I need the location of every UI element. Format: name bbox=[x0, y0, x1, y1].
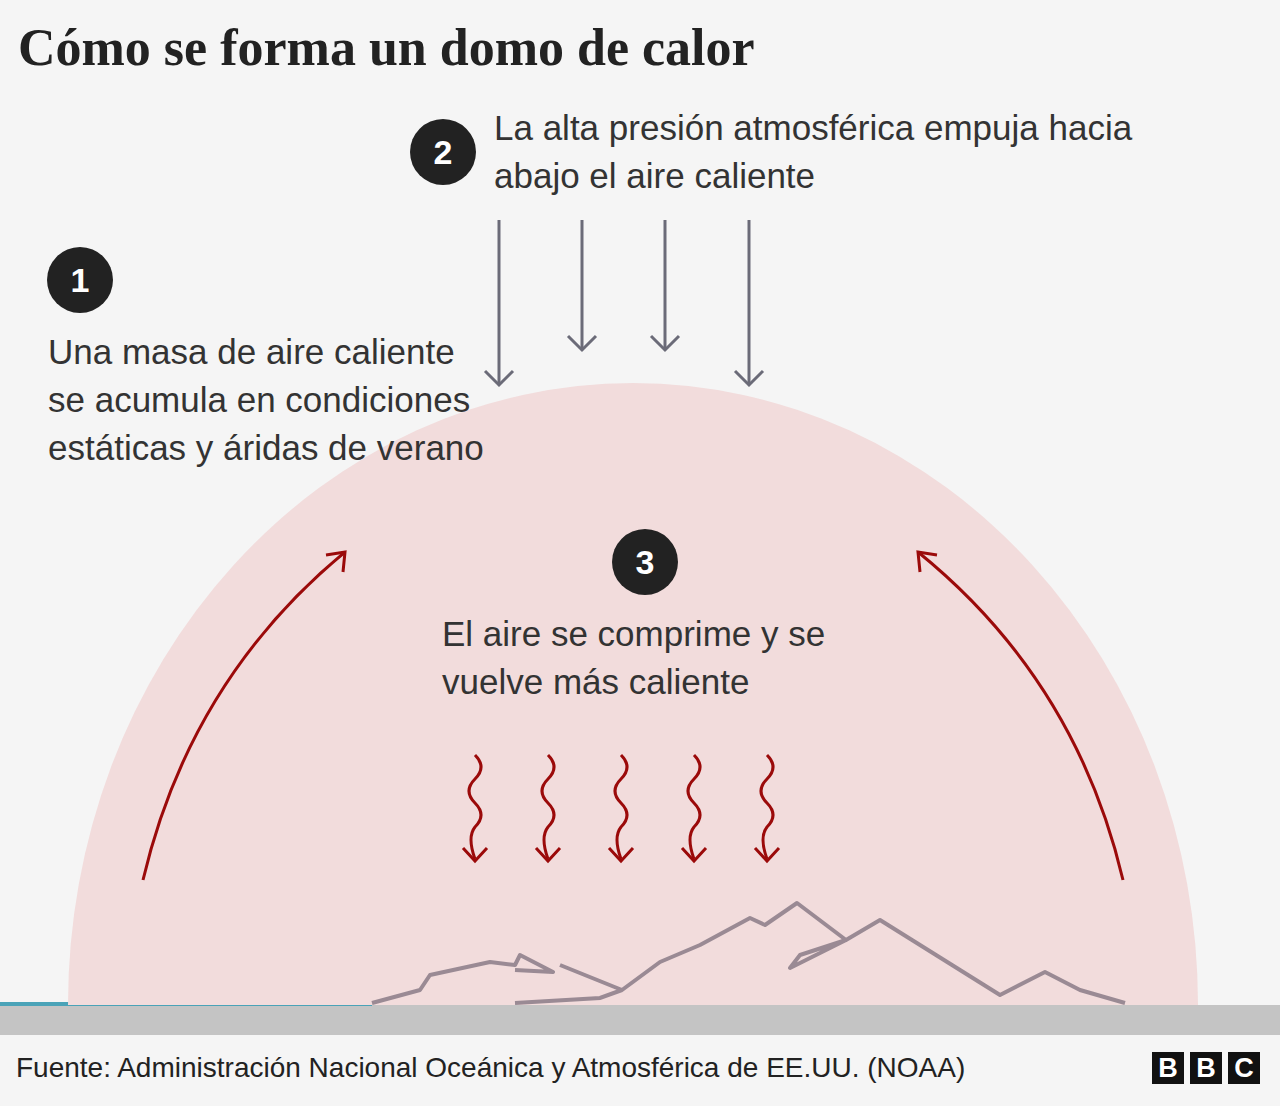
pressure-arrow bbox=[581, 220, 584, 350]
heat-wave-arrow bbox=[615, 755, 627, 859]
heat-dome: 3 El aire se comprime y se vuelve más cal… bbox=[68, 383, 1198, 1005]
heat-wave-arrow bbox=[688, 755, 700, 859]
callout-number: 1 bbox=[47, 247, 113, 313]
step-text: Una masa de aire caliente se acumula en … bbox=[48, 328, 498, 472]
heat-wave-arrow-head bbox=[609, 848, 633, 861]
heat-wave-arrow bbox=[542, 755, 554, 859]
logo-letter: C bbox=[1228, 1052, 1260, 1084]
heat-wave-arrow-head bbox=[682, 848, 706, 861]
mountain-outline bbox=[372, 955, 553, 1003]
heat-wave-arrow bbox=[469, 755, 481, 859]
heat-wave-arrow-head bbox=[463, 848, 487, 861]
mountain-outline bbox=[560, 903, 1125, 1003]
logo-letter: B bbox=[1190, 1052, 1222, 1084]
mountain-outline bbox=[515, 990, 622, 1003]
pressure-arrow-head bbox=[568, 336, 596, 350]
source-caption: Fuente: Administración Nacional Oceánica… bbox=[16, 1052, 965, 1084]
pressure-arrow-head bbox=[485, 371, 513, 385]
pressure-arrow-head bbox=[735, 371, 763, 385]
pressure-arrow bbox=[498, 220, 501, 385]
step-text: El aire se comprime y se vuelve más cali… bbox=[442, 610, 882, 706]
callout-number: 2 bbox=[410, 119, 476, 185]
pressure-arrow bbox=[748, 220, 751, 385]
rising-air-arrow bbox=[143, 552, 345, 880]
dome-fill bbox=[68, 383, 1198, 1005]
diagram-title: Cómo se forma un domo de calor bbox=[18, 18, 755, 77]
callout-number: 3 bbox=[612, 529, 678, 595]
heat-wave-arrow-head bbox=[755, 848, 779, 861]
logo-letter: B bbox=[1152, 1052, 1184, 1084]
rising-air-arrow-head bbox=[918, 552, 937, 572]
pressure-arrow-head bbox=[651, 336, 679, 350]
rising-air-arrow bbox=[918, 552, 1123, 880]
heat-wave-arrow bbox=[761, 755, 773, 859]
step-text: La alta presión atmosférica empuja hacia… bbox=[494, 104, 1214, 200]
heat-wave-arrow-head bbox=[536, 848, 560, 861]
rising-air-arrow-head bbox=[326, 552, 345, 572]
pressure-arrow bbox=[664, 220, 667, 350]
ground-bar bbox=[0, 1005, 1280, 1035]
